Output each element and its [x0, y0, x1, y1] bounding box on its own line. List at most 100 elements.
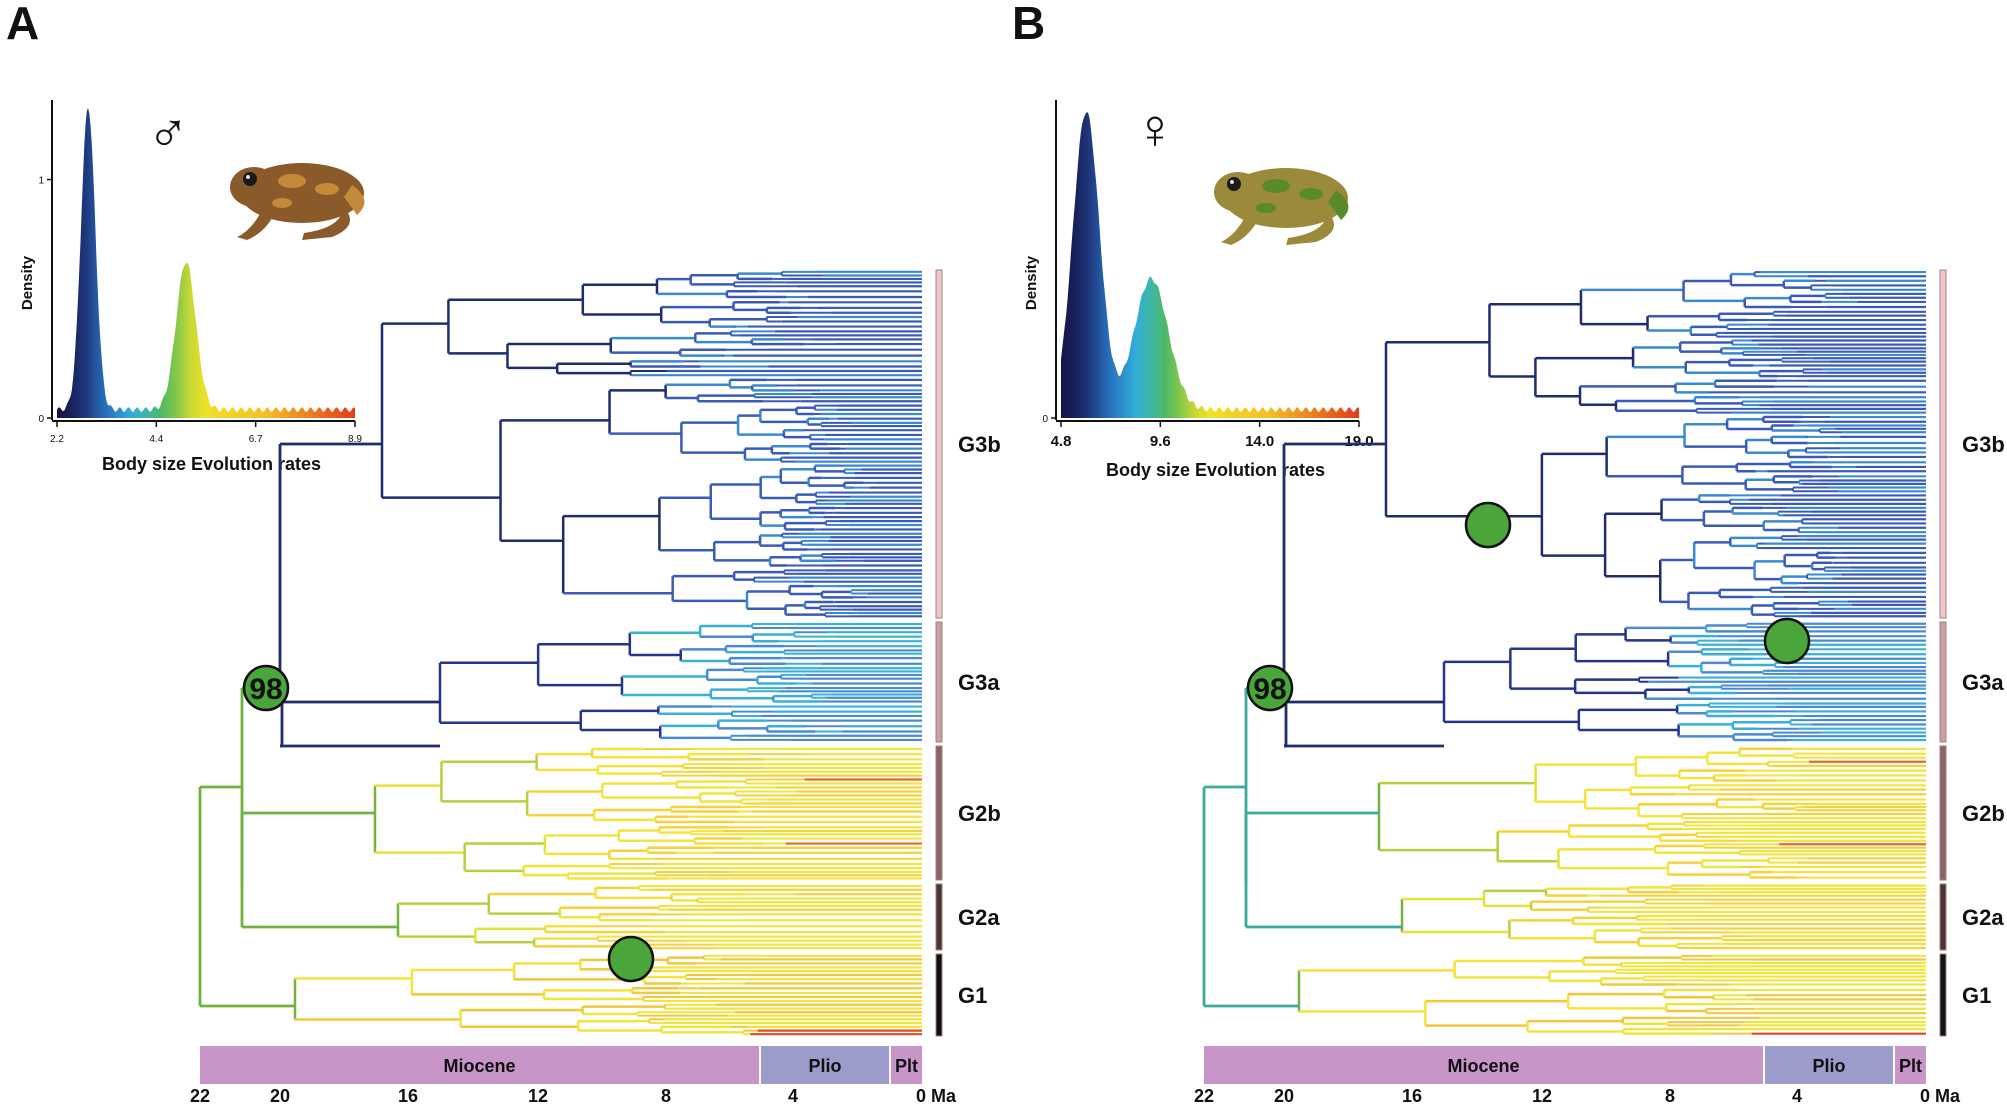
- frog-spot: [1262, 179, 1290, 193]
- time-tick-label: 16: [398, 1086, 418, 1106]
- frog-spot: [278, 174, 306, 188]
- time-tick-label: 22: [190, 1086, 210, 1106]
- clade-g2b: G2b: [935, 745, 1001, 881]
- clade-bar: [1939, 883, 1947, 951]
- epoch-plt: [1895, 1046, 1926, 1084]
- clade-label: G2a: [1962, 905, 2004, 930]
- male-frog-photo: [230, 163, 365, 240]
- clade-label: G2b: [1962, 801, 2005, 826]
- density-curve: [1061, 112, 1359, 418]
- frog-hind-thigh: [1328, 190, 1349, 220]
- frog-hind-thigh: [344, 185, 365, 215]
- clade-g3a: G3a: [935, 621, 1000, 743]
- clade-g2a: G2a: [1939, 883, 2004, 951]
- clade-bar: [935, 883, 943, 951]
- clade-bar: [935, 269, 943, 619]
- sex-symbol: ♂: [147, 101, 189, 164]
- clade-bar: [1939, 745, 1947, 881]
- time-axis: 22 20 16 12 8 4 0 Ma: [190, 1086, 957, 1106]
- epoch-miocene: [1204, 1046, 1763, 1084]
- time-tick-label: 0 Ma: [1920, 1086, 1961, 1106]
- frog-spot: [315, 183, 339, 195]
- epoch-plt: [891, 1046, 922, 1084]
- node-support-label: 98: [249, 673, 282, 706]
- clade-bar: [935, 621, 943, 743]
- x-tick-label: 9.6: [1150, 433, 1171, 450]
- x-tick-label: 6.7: [249, 434, 263, 445]
- time-tick-label: 22: [1194, 1086, 1214, 1106]
- frog-eye: [1227, 177, 1241, 191]
- clade-label: G2b: [958, 801, 1001, 826]
- panel-letter: A: [6, 0, 40, 49]
- clade-label: G3a: [958, 670, 1000, 695]
- time-tick-label: 4: [1792, 1086, 1802, 1106]
- clade-bar: [1939, 269, 1947, 619]
- frog-eye: [243, 172, 257, 186]
- panel-letter: B: [1012, 0, 1046, 49]
- clade-g2a: G2a: [935, 883, 1000, 951]
- rate-shift-marker-g3a: [1763, 617, 1811, 665]
- epoch-miocene: [200, 1046, 759, 1084]
- x-axis-label: Body size Evolution rates: [1106, 460, 1325, 480]
- density-curve: [57, 108, 355, 418]
- y-axis-label: Density: [19, 255, 36, 310]
- node-support-badge: 98: [242, 664, 290, 712]
- x-tick-label: 14.0: [1245, 433, 1274, 450]
- frog-head: [230, 167, 278, 207]
- node-support-label: 98: [1253, 673, 1286, 706]
- clade-g3b: G3b: [1939, 269, 2005, 619]
- epoch-label: Miocene: [443, 1056, 515, 1076]
- node-support-circle: [1246, 664, 1294, 712]
- x-tick-label: 19.0: [1344, 433, 1373, 450]
- time-tick-label: 12: [528, 1086, 548, 1106]
- epoch-label: Plt: [895, 1056, 918, 1076]
- frog-front-leg: [237, 210, 274, 240]
- clade-g1: G1: [1939, 953, 1991, 1037]
- clade-label: G3b: [1962, 432, 2005, 457]
- x-tick-label: 4.4: [149, 434, 163, 445]
- frog-head: [1214, 172, 1262, 212]
- epoch-label: Plio: [1812, 1056, 1845, 1076]
- clade-label: G3b: [958, 432, 1001, 457]
- time-tick-label: 16: [1402, 1086, 1422, 1106]
- time-tick-label: 20: [270, 1086, 290, 1106]
- epoch-plio: [761, 1046, 889, 1084]
- clade-g3a: G3a: [1939, 621, 2004, 743]
- time-tick-label: 12: [1532, 1086, 1552, 1106]
- time-tick-label: 0 Ma: [916, 1086, 957, 1106]
- frog-hind-leg: [1286, 210, 1334, 245]
- frog-eye-highlight: [1230, 180, 1234, 184]
- rate-shift-marker-g1: [607, 935, 655, 983]
- clade-label: G1: [1962, 983, 1991, 1008]
- time-tick-label: 4: [788, 1086, 798, 1106]
- clade-g3b: G3b: [935, 269, 1001, 619]
- epoch-label: Plio: [808, 1056, 841, 1076]
- clade-bar: [1939, 953, 1947, 1037]
- epoch-plio: [1765, 1046, 1893, 1084]
- time-tick-label: 8: [661, 1086, 671, 1106]
- y-tick-label: 1: [38, 176, 44, 187]
- time-axis: 22 20 16 12 8 4 0 Ma: [1194, 1086, 1961, 1106]
- node-support-circle: [242, 664, 290, 712]
- frog-front-leg: [1221, 215, 1258, 245]
- female-frog-photo: [1214, 168, 1349, 245]
- x-tick-label: 8.9: [348, 434, 362, 445]
- clade-label: G1: [958, 983, 987, 1008]
- epoch-bar: Miocene Plio Plt: [1204, 1046, 1926, 1084]
- clade-label: G3a: [1962, 670, 2004, 695]
- frog-spot: [272, 198, 292, 208]
- time-tick-label: 20: [1274, 1086, 1294, 1106]
- time-tick-label: 8: [1665, 1086, 1675, 1106]
- clade-bar: [935, 953, 943, 1037]
- clade-g1: G1: [935, 953, 987, 1037]
- epoch-label: Miocene: [1447, 1056, 1519, 1076]
- x-axis-label: Body size Evolution rates: [102, 454, 321, 474]
- epoch-label: Plt: [1899, 1056, 1922, 1076]
- clade-label: G2a: [958, 905, 1000, 930]
